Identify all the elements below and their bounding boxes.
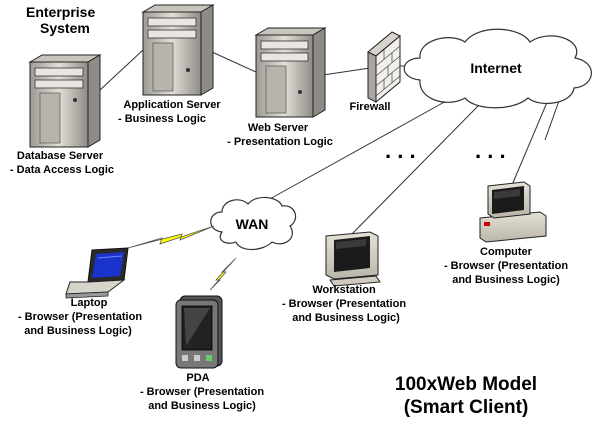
workstation-label: Workstation xyxy=(312,284,376,296)
database-server-label: Database Server xyxy=(17,150,104,162)
enterprise-title-line1: Enterprise xyxy=(26,4,95,20)
database-server-desc: - Data Access Logic xyxy=(10,164,114,176)
internet-label: Internet xyxy=(470,60,522,76)
link-db-app xyxy=(99,49,144,91)
workstation-icon xyxy=(325,231,381,287)
lightning-icon xyxy=(127,225,215,249)
link-internet-edge xyxy=(544,97,561,141)
link-internet-wan xyxy=(267,99,449,201)
ellipsis-left: . . . xyxy=(385,138,416,163)
computer-desc-line2: and Business Logic) xyxy=(452,274,560,286)
enterprise-title-line2: System xyxy=(40,20,90,36)
pda-desc-line2: and Business Logic) xyxy=(148,400,256,412)
link-web-firewall xyxy=(322,67,371,76)
laptop-icon xyxy=(65,247,129,299)
web-server-icon xyxy=(254,27,327,118)
link-internet-computer xyxy=(511,99,549,186)
workstation-desc-line2: and Business Logic) xyxy=(292,312,400,324)
laptop-desc-line2: and Business Logic) xyxy=(24,325,132,337)
model-title-line2: (Smart Client) xyxy=(404,397,529,418)
link-internet-workstation xyxy=(349,103,481,237)
lightning-icon xyxy=(209,257,237,291)
web-server-label: Web Server xyxy=(248,122,309,134)
laptop-desc-line1: - Browser (Presentation xyxy=(18,311,142,323)
application-server-label: Application Server xyxy=(123,99,221,111)
database-server-icon xyxy=(28,54,102,148)
web-server-desc: - Presentation Logic xyxy=(227,136,333,148)
computer-label: Computer xyxy=(480,246,533,258)
application-server-desc: - Business Logic xyxy=(118,113,206,125)
connection-lines xyxy=(99,49,561,237)
link-app-web xyxy=(211,51,257,73)
firewall-icon xyxy=(367,31,401,104)
computer-icon xyxy=(479,181,547,243)
model-title-line1: 100xWeb Model xyxy=(395,374,537,395)
wan-label: WAN xyxy=(236,216,269,232)
computer-desc-line1: - Browser (Presentation xyxy=(444,260,568,272)
pda-desc-line1: - Browser (Presentation xyxy=(140,386,264,398)
workstation-desc-line1: - Browser (Presentation xyxy=(282,298,406,310)
wan-cloud-icon xyxy=(210,196,297,251)
internet-cloud-icon xyxy=(403,28,592,109)
laptop-label: Laptop xyxy=(71,297,108,309)
pda-icon xyxy=(175,295,223,369)
application-server-icon xyxy=(141,4,215,96)
pda-label: PDA xyxy=(186,372,209,384)
firewall-label: Firewall xyxy=(350,101,391,113)
ellipsis-right: . . . xyxy=(475,138,506,163)
